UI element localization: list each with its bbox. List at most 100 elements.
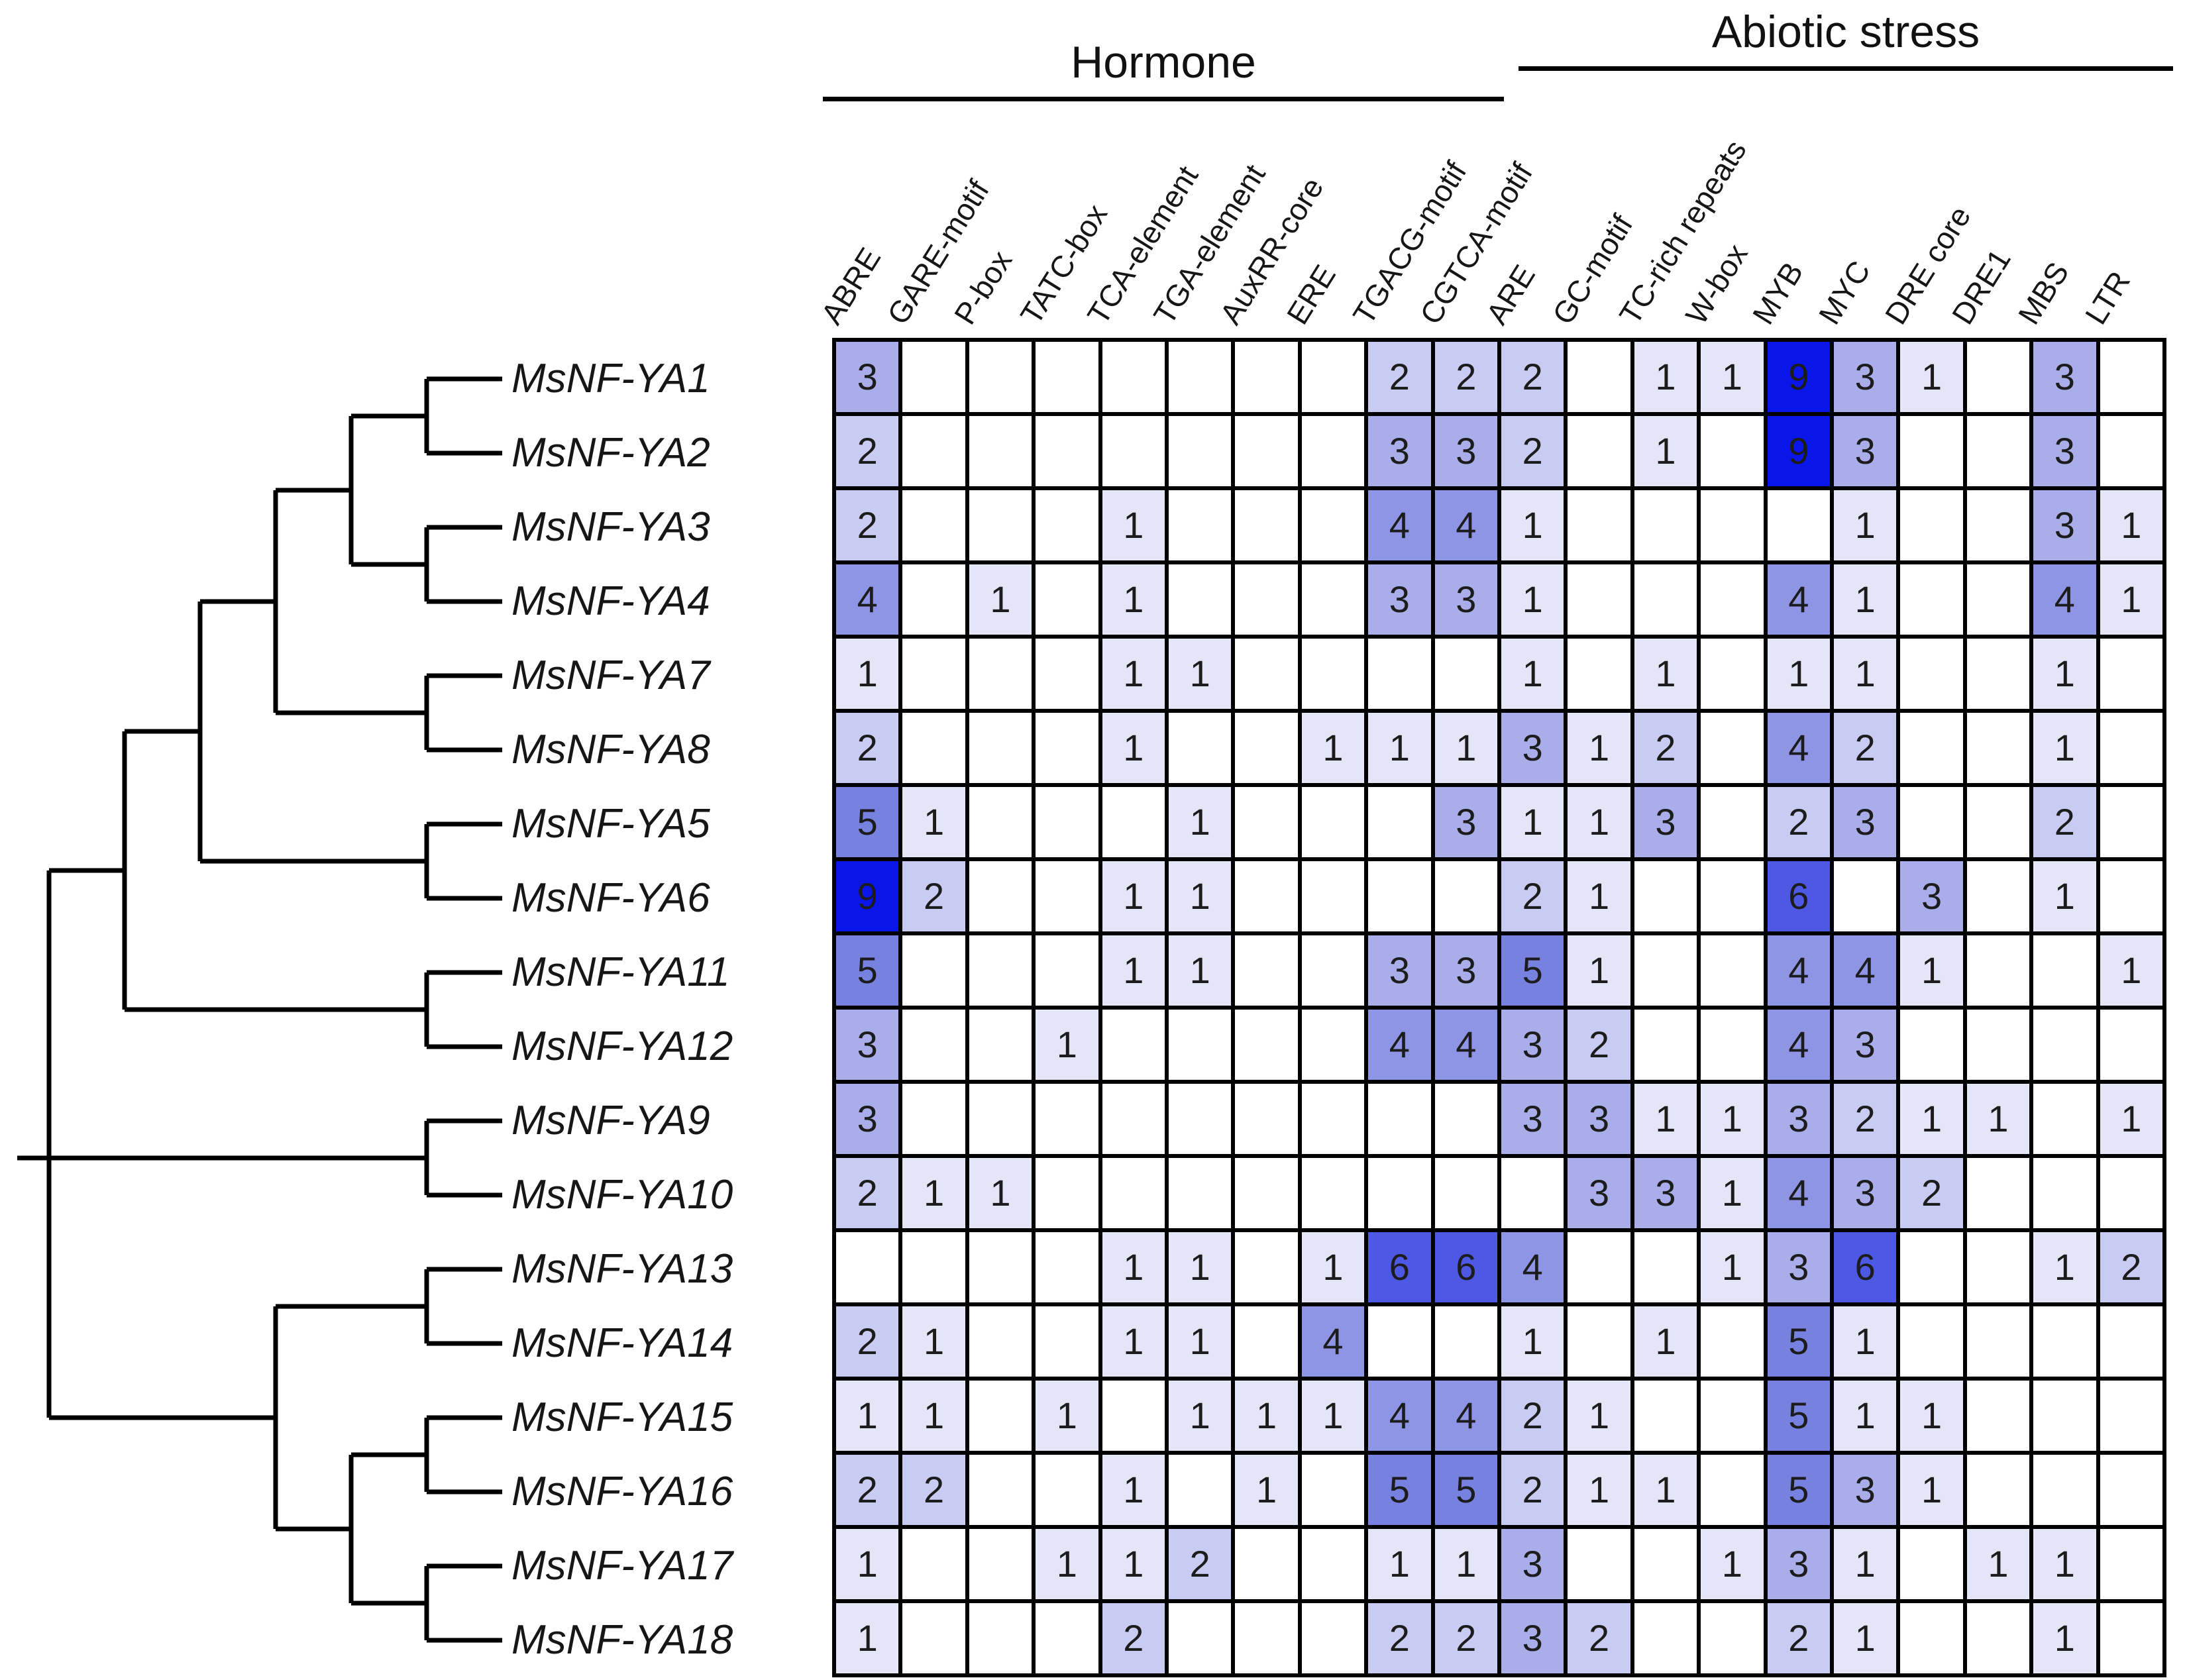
heatmap-cell: 4 [1434,1010,1497,1080]
heatmap-cell [1235,861,1298,931]
heatmap-cell [902,713,965,783]
heatmap-cell [1900,713,1963,783]
heatmap-cell [1169,490,1232,560]
heatmap-cell [1169,1158,1232,1228]
heatmap-cell: 2 [1501,1455,1564,1525]
heatmap-cell [1301,490,1365,560]
heatmap-cell: 1 [2100,1084,2162,1154]
heatmap-cell: 2 [1501,416,1564,486]
heatmap-cell: 1 [1834,1381,1897,1451]
heatmap-cell: 5 [1501,935,1564,1006]
heatmap-cell [1235,1603,1298,1673]
heatmap-cell: 3 [1368,935,1431,1006]
heatmap-cell [1235,1010,1298,1080]
heatmap-cell: 1 [1767,639,1830,709]
heatmap-cell [1900,490,1963,560]
heatmap-cell [1102,1381,1165,1451]
heatmap-cell: 3 [1434,787,1497,857]
gene-label: MsNF-YA5 [511,801,710,847]
heatmap-cell [1235,416,1298,486]
heatmap-cell: 1 [836,639,899,709]
heatmap-cell [2033,1381,2096,1451]
heatmap-cell [1102,787,1165,857]
heatmap-cell [1767,490,1830,560]
heatmap-cell: 1 [1834,490,1897,560]
heatmap-cell: 1 [1900,342,1963,412]
heatmap-cell: 3 [836,1084,899,1154]
heatmap-cell [2100,416,2162,486]
heatmap-cell [1235,1158,1298,1228]
heatmap-cell [1235,490,1298,560]
heatmap-cell: 1 [1701,1232,1764,1302]
heatmap-cell: 1 [2100,490,2162,560]
heatmap-cell [1568,342,1630,412]
heatmap-cell [902,1010,965,1080]
heatmap-cell [902,490,965,560]
heatmap-cell: 2 [1634,713,1697,783]
heatmap-cell [2100,1529,2162,1599]
heatmap-cell [1966,1603,2030,1673]
heatmap-cell: 1 [2033,639,2096,709]
heatmap-cell: 6 [1767,861,1830,931]
heatmap-cell [2033,1306,2096,1377]
heatmap-cell: 2 [902,1455,965,1525]
heatmap-cell: 4 [1767,1010,1830,1080]
heatmap-cell: 4 [1368,490,1431,560]
heatmap-cell: 1 [1834,1603,1897,1673]
heatmap-cell: 2 [1568,1010,1630,1080]
heatmap-cell: 1 [836,1381,899,1451]
heatmap-cell [2100,342,2162,412]
heatmap-cell [2100,787,2162,857]
group-header-hormone: Hormone [1071,37,1256,87]
heatmap-cell: 2 [1501,861,1564,931]
heatmap-cell: 1 [1568,787,1630,857]
heatmap-cell [1966,1158,2030,1228]
heatmap-cell [1301,861,1365,931]
heatmap-cell: 1 [1102,935,1165,1006]
heatmap-cell [2100,1158,2162,1228]
heatmap-cell: 4 [1301,1306,1365,1377]
heatmap-cell [1568,1529,1630,1599]
heatmap-cell: 2 [2033,787,2096,857]
heatmap-cell: 3 [2033,342,2096,412]
heatmap-cell: 1 [1169,861,1232,931]
heatmap-cell [1634,861,1697,931]
heatmap-cell [1966,639,2030,709]
heatmap-cell [969,1306,1032,1377]
heatmap-cell: 1 [1701,1529,1764,1599]
heatmap-cell: 1 [1102,1529,1165,1599]
heatmap-cell: 1 [1102,1306,1165,1377]
heatmap-cell [1235,342,1298,412]
heatmap-cell [969,1381,1032,1451]
heatmap-cell: 1 [1235,1455,1298,1525]
heatmap-cell: 3 [1368,416,1431,486]
heatmap-cell [1235,1232,1298,1302]
gene-label: MsNF-YA16 [511,1469,733,1514]
heatmap-cell [1036,490,1098,560]
heatmap-cell: 3 [1900,861,1963,931]
heatmap-cell: 4 [1767,564,1830,635]
heatmap-cell [1568,416,1630,486]
heatmap-cell: 1 [1966,1084,2030,1154]
heatmap-cell: 1 [1102,1232,1165,1302]
heatmap-cell [1368,1306,1431,1377]
heatmap-cell: 4 [836,564,899,635]
heatmap-cell: 1 [1169,1381,1232,1451]
heatmap-cell [1701,787,1764,857]
gene-label: MsNF-YA17 [511,1543,733,1589]
heatmap-cell: 2 [1169,1529,1232,1599]
heatmap-cell: 2 [1102,1603,1165,1673]
heatmap-cell [836,1232,899,1302]
heatmap-cell: 1 [1634,1084,1697,1154]
heatmap-cell [969,1232,1032,1302]
heatmap-cell: 4 [1767,935,1830,1006]
heatmap-cell [1169,1603,1232,1673]
heatmap-cell: 1 [1036,1381,1098,1451]
heatmap-cell [1966,787,2030,857]
heatmap-cell [1235,787,1298,857]
heatmap-cell: 3 [1501,1084,1564,1154]
heatmap-cell: 3 [836,342,899,412]
heatmap-cell: 2 [836,1158,899,1228]
heatmap-cell [902,935,965,1006]
heatmap-cell: 1 [1169,787,1232,857]
